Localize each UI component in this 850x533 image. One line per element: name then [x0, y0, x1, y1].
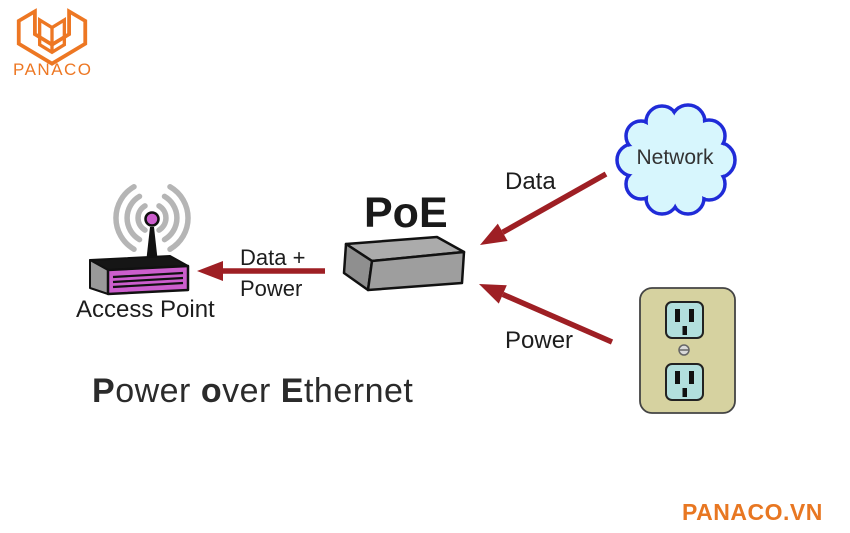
- power-arrow-label: Power: [505, 327, 574, 354]
- access-point-device: [89, 211, 190, 296]
- outlet-socket-top: [665, 301, 704, 339]
- diagram-title: Power over Ethernet: [92, 372, 414, 410]
- wifi-signal-icon: [113, 184, 191, 252]
- book-logo-icon: [16, 8, 88, 66]
- title-bold-o: o: [200, 372, 223, 410]
- outlet-socket-bottom: [665, 363, 704, 401]
- title-bold-e: E: [280, 372, 304, 410]
- access-point-label: Access Point: [76, 296, 215, 323]
- poe-label: PoE: [364, 189, 448, 237]
- data-power-arrow: [197, 261, 325, 281]
- network-cloud: [615, 103, 737, 216]
- power-outlet: [639, 287, 736, 414]
- data-arrow: [480, 171, 608, 245]
- data-arrow-label: Data: [505, 168, 556, 195]
- power-arrow: [479, 284, 614, 345]
- brand-logo-text: PANACO: [13, 60, 93, 79]
- data-power-label-line1: Data +: [240, 245, 306, 270]
- outlet-screw: [678, 344, 690, 356]
- poe-injector-box: [342, 235, 466, 292]
- network-label: Network: [636, 146, 714, 169]
- website-watermark: PANACO.VN: [682, 499, 823, 525]
- data-power-label-line2: Power: [240, 276, 303, 301]
- title-bold-p: P: [92, 372, 116, 410]
